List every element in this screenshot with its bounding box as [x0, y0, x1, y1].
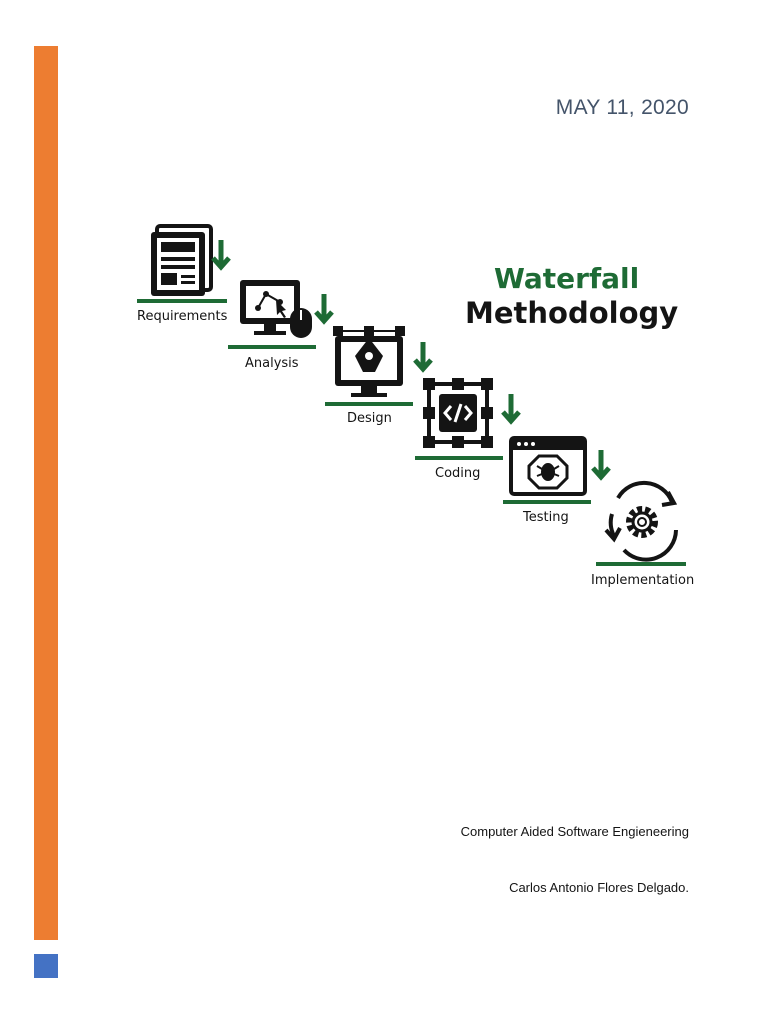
- gear-cycle-icon: [596, 480, 686, 566]
- title-waterfall: Waterfall: [494, 262, 640, 295]
- step-label-design: Design: [347, 411, 392, 426]
- title-methodology: Methodology: [465, 296, 679, 330]
- step-requirements: Requirements: [137, 220, 247, 330]
- step-implementation: Implementation: [590, 478, 700, 593]
- course-name: Computer Aided Software Engieneering: [460, 824, 689, 839]
- code-icon: [415, 378, 521, 460]
- monitor-analysis-icon: [228, 280, 334, 349]
- step-label-requirements: Requirements: [137, 309, 228, 324]
- step-label-coding: Coding: [435, 466, 481, 481]
- step-label-testing: Testing: [523, 510, 569, 525]
- author-name: Carlos Antonio Flores Delgado.: [509, 880, 689, 895]
- step-coding: Coding: [415, 378, 530, 488]
- step-design: Design: [325, 322, 440, 432]
- blue-corner-square: [34, 954, 58, 978]
- step-label-analysis: Analysis: [245, 356, 299, 371]
- bug-window-icon: [503, 436, 611, 504]
- orange-side-bar: [34, 46, 58, 940]
- step-testing: Testing: [503, 436, 618, 536]
- pen-tool-monitor-icon: [325, 326, 433, 406]
- step-label-implementation: Implementation: [591, 573, 695, 588]
- document-date: MAY 11, 2020: [555, 96, 689, 119]
- document-icon: [137, 224, 231, 303]
- step-analysis: Analysis: [228, 278, 338, 378]
